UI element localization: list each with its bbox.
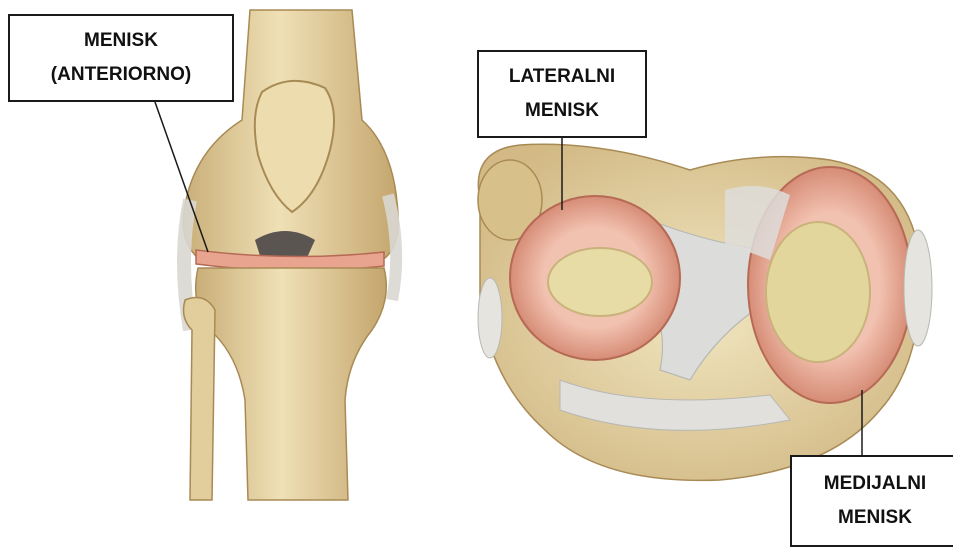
lateral-meniscus — [510, 196, 680, 360]
lateral-collateral-stub — [478, 278, 502, 358]
label-anterior-meniscus: MENISK (ANTERIORNO) — [8, 14, 234, 102]
tibia — [196, 268, 387, 500]
medial-collateral-stub — [904, 230, 932, 346]
tibial-plateau-view — [478, 144, 932, 480]
label-lateral-line1: LATERALNI — [509, 60, 615, 94]
label-lateral-meniscus: LATERALNI MENISK — [477, 50, 647, 138]
label-medial-meniscus: MEDIJALNI MENISK — [790, 455, 953, 547]
knee-anatomy-diagram: MENISK (ANTERIORNO) LATERALNI MENISK MED… — [0, 0, 953, 535]
label-medial-line1: MEDIJALNI — [824, 467, 926, 501]
label-anterior-line2: (ANTERIORNO) — [51, 58, 191, 92]
label-lateral-line2: MENISK — [525, 94, 599, 128]
label-anterior-line1: MENISK — [84, 24, 158, 58]
label-medial-line2: MENISK — [838, 501, 912, 535]
